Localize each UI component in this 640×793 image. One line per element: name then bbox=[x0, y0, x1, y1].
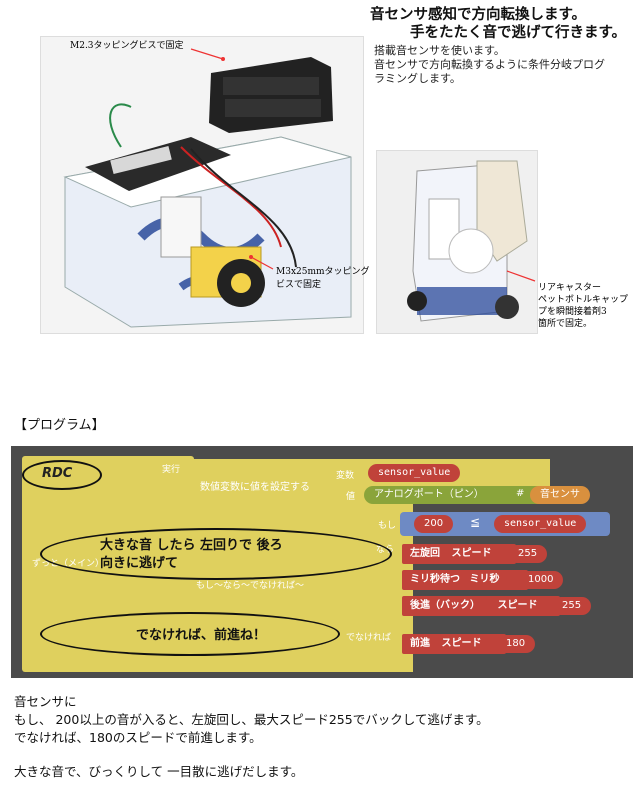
compare-var-pill[interactable]: sensor_value bbox=[494, 515, 587, 533]
analog-port-label: アナログポート（ピン） bbox=[374, 489, 484, 500]
threshold-pill[interactable]: 200 bbox=[414, 515, 454, 533]
back-speed-label: スピード bbox=[497, 600, 538, 611]
note-bottom: でなければ、前進ね！ bbox=[136, 628, 267, 643]
var-label: 変数 bbox=[336, 471, 355, 481]
bottom-line1: 音センサに bbox=[14, 694, 77, 709]
compare-operator: ≦ bbox=[470, 515, 481, 529]
back-block[interactable]: 後進（バック） スピード bbox=[402, 596, 560, 616]
back-speed-pill[interactable]: 255 bbox=[552, 597, 592, 615]
header-desc-line1: 搭載音センサを使います。 bbox=[374, 44, 505, 57]
note-top-line2: 向きに逃げて bbox=[100, 556, 179, 571]
section-title-program: 【プログラム】 bbox=[14, 418, 105, 433]
rdc-highlight-oval bbox=[22, 460, 102, 490]
var-name-pill[interactable]: sensor_value bbox=[368, 464, 461, 482]
rear-caster-illustration bbox=[407, 160, 536, 322]
bottom-line4: 大きな音で、びっくりして 一目散に逃げだします。 bbox=[14, 764, 304, 779]
hash-label: # bbox=[516, 488, 525, 499]
robot-illustration bbox=[63, 48, 352, 328]
value-label: 値 bbox=[346, 492, 356, 502]
if-label: もし bbox=[378, 521, 397, 531]
header-title-line1: 音センサ感知で方向転換します。 bbox=[370, 7, 587, 23]
left-turn-block[interactable]: 左旋回 スピード bbox=[402, 544, 516, 564]
left-speed-pill[interactable]: 255 bbox=[508, 545, 548, 563]
rdc-label: RDC bbox=[42, 466, 73, 481]
robot-photo-rear bbox=[376, 150, 538, 334]
header-title-line2: 手をたたく音で逃げて行きます。 bbox=[410, 25, 627, 41]
sensor-pill[interactable]: 音センサ bbox=[530, 486, 590, 504]
note-oval-top bbox=[40, 528, 392, 580]
callout-rear-2: ペットボトルキャップ bbox=[538, 295, 629, 305]
analog-port-block[interactable]: アナログポート（ピン） bbox=[364, 486, 558, 504]
header-desc-line2: 音センサで方向転換するように条件分岐プログ bbox=[374, 58, 605, 71]
callout-screw-bottom-2: ビスで固定 bbox=[276, 280, 322, 290]
callout-screw-bottom-1: M3x25mmタッピング bbox=[276, 267, 370, 277]
forward-label: 前進 bbox=[410, 638, 430, 649]
robot-photo-main bbox=[40, 36, 364, 334]
bottom-line2: もし、 200以上の音が入ると、左旋回し、最大スピード255でバックして逃げます… bbox=[14, 712, 489, 727]
note-oval-bottom bbox=[40, 612, 340, 656]
forward-speed-pill[interactable]: 180 bbox=[496, 635, 536, 653]
exec-label: 実行 bbox=[162, 465, 181, 475]
callout-rear-3: プを瞬間接着剤3 bbox=[538, 307, 607, 317]
back-label: 後進（バック） bbox=[410, 600, 480, 611]
left-turn-label: 左旋回 bbox=[410, 548, 440, 559]
callout-rear-4: 箇所で固定。 bbox=[538, 319, 593, 329]
if-else-label: もし〜なら〜でなければ〜 bbox=[196, 581, 305, 591]
else-label: でなければ bbox=[346, 633, 392, 643]
callout-screw-top: M2.3タッピングビスで固定 bbox=[70, 41, 184, 51]
header-desc-line3: ラミングします。 bbox=[374, 72, 461, 85]
callout-rear-1: リアキャスター bbox=[538, 283, 602, 293]
wait-label: ミリ秒待つ bbox=[410, 574, 460, 585]
set-var-label: 数値変数に値を設定する bbox=[200, 482, 310, 493]
forward-speed-label: スピード bbox=[441, 638, 482, 649]
bottom-line3: でなければ、180のスピードで前進します。 bbox=[14, 730, 262, 745]
note-top-line1: 大きな音 したら 左回りで 後ろ bbox=[100, 538, 283, 553]
wait-block[interactable]: ミリ秒待つ ミリ秒 bbox=[402, 570, 528, 590]
left-speed-label: スピード bbox=[451, 548, 492, 559]
ms-label: ミリ秒 bbox=[469, 574, 500, 585]
forward-block[interactable]: 前進 スピード bbox=[402, 634, 506, 654]
wait-value-pill[interactable]: 1000 bbox=[518, 571, 564, 589]
